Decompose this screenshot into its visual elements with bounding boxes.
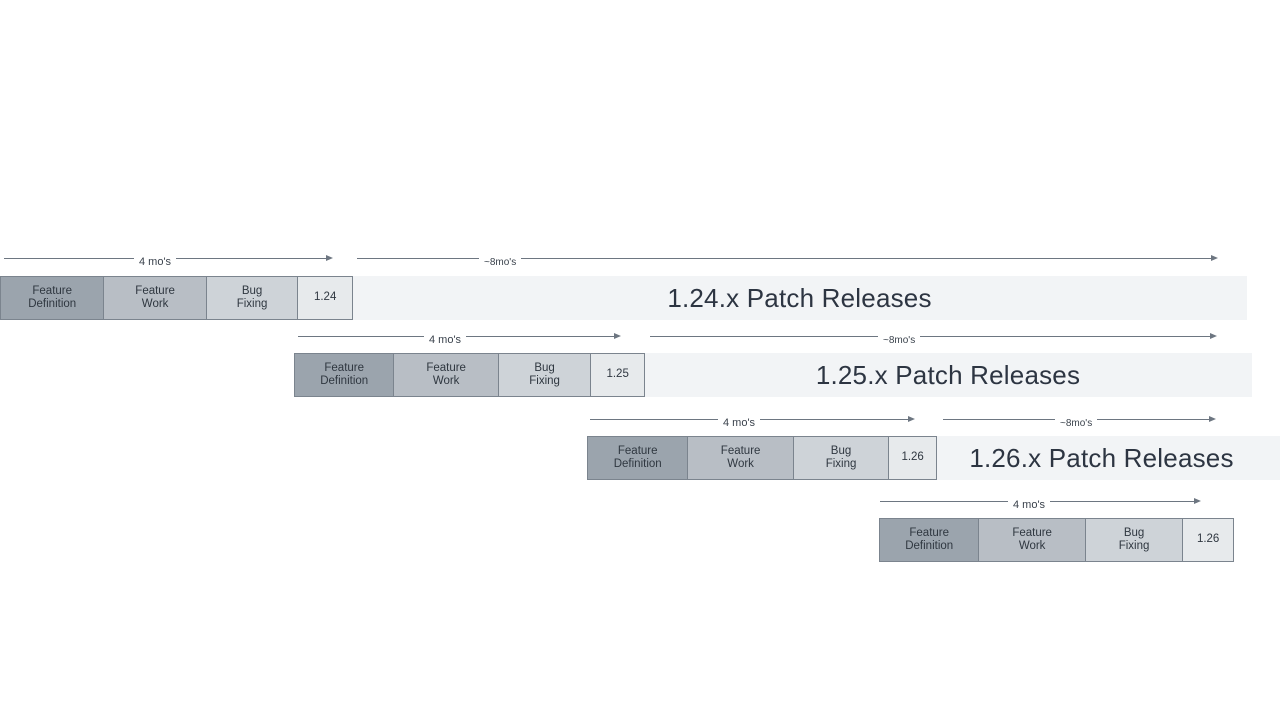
phase-feature-work: Feature Work	[688, 437, 794, 479]
duration-arrow-patch-1-25: ~8mo's	[650, 327, 1240, 346]
phase-feature-definition: Feature Definition	[1, 277, 105, 319]
phase-version-1-25: 1.25	[591, 354, 645, 396]
duration-label-dev-1-25: 4 mo's	[429, 334, 462, 346]
arrowhead-icon	[1210, 333, 1218, 339]
phase-strip-1-25: Feature Definition Feature Work Bug Fixi…	[294, 353, 645, 397]
duration-label-patch-1-25: ~8mo's	[883, 334, 916, 346]
arrowhead-icon	[908, 416, 916, 422]
duration-arrow-dev-1-24: 4 mo's	[4, 249, 350, 268]
phase-strip-next: Feature Definition Feature Work Bug Fixi…	[879, 518, 1234, 562]
phase-bug-fixing: Bug Fixing	[1085, 519, 1184, 561]
duration-arrow-patch-1-26: ~8mo's	[943, 410, 1235, 429]
arrowhead-icon	[1194, 498, 1202, 504]
duration-label-dev-1-24: 4 mo's	[139, 256, 172, 268]
arrowhead-icon	[326, 255, 334, 261]
duration-label-dev-next: 4 mo's	[1013, 499, 1046, 511]
duration-label-patch-1-24: ~8mo's	[484, 256, 517, 268]
duration-label-patch-1-26: ~8mo's	[1060, 417, 1093, 429]
duration-arrow-patch-1-24: ~8mo's	[357, 249, 1242, 268]
patch-release-bar-1-24: 1.24.x Patch Releases	[352, 276, 1247, 320]
patch-release-label-1-26: 1.26.x Patch Releases	[969, 442, 1234, 473]
patch-release-label-1-25: 1.25.x Patch Releases	[815, 359, 1081, 390]
phase-version-next: 1.26	[1183, 519, 1233, 561]
arrowhead-icon	[614, 333, 622, 339]
phase-feature-definition: Feature Definition	[588, 437, 689, 479]
phase-feature-work: Feature Work	[104, 277, 207, 319]
phase-version-1-24: 1.24	[298, 277, 352, 319]
phase-strip-1-24: Feature Definition Feature Work Bug Fixi…	[0, 276, 353, 320]
phase-feature-definition: Feature Definition	[295, 354, 395, 396]
phase-feature-work: Feature Work	[394, 354, 499, 396]
duration-label-dev-1-26: 4 mo's	[723, 417, 756, 429]
arrowhead-icon	[1211, 255, 1219, 261]
phase-strip-1-26: Feature Definition Feature Work Bug Fixi…	[587, 436, 937, 480]
patch-release-bar-1-25: 1.25.x Patch Releases	[644, 353, 1252, 397]
duration-arrow-dev-1-26: 4 mo's	[590, 410, 932, 429]
phase-bug-fixing: Bug Fixing	[793, 437, 890, 479]
patch-release-label-1-24: 1.24.x Patch Releases	[667, 282, 932, 313]
phase-bug-fixing: Bug Fixing	[498, 354, 592, 396]
phase-version-1-26: 1.26	[889, 437, 936, 479]
patch-release-bar-1-26: 1.26.x Patch Releases	[937, 436, 1280, 480]
phase-bug-fixing: Bug Fixing	[206, 277, 299, 319]
arrowhead-icon	[1209, 416, 1217, 422]
duration-arrow-dev-1-25: 4 mo's	[298, 327, 638, 346]
phase-feature-work: Feature Work	[979, 519, 1086, 561]
phase-feature-definition: Feature Definition	[880, 519, 980, 561]
duration-arrow-dev-next: 4 mo's	[880, 492, 1218, 511]
